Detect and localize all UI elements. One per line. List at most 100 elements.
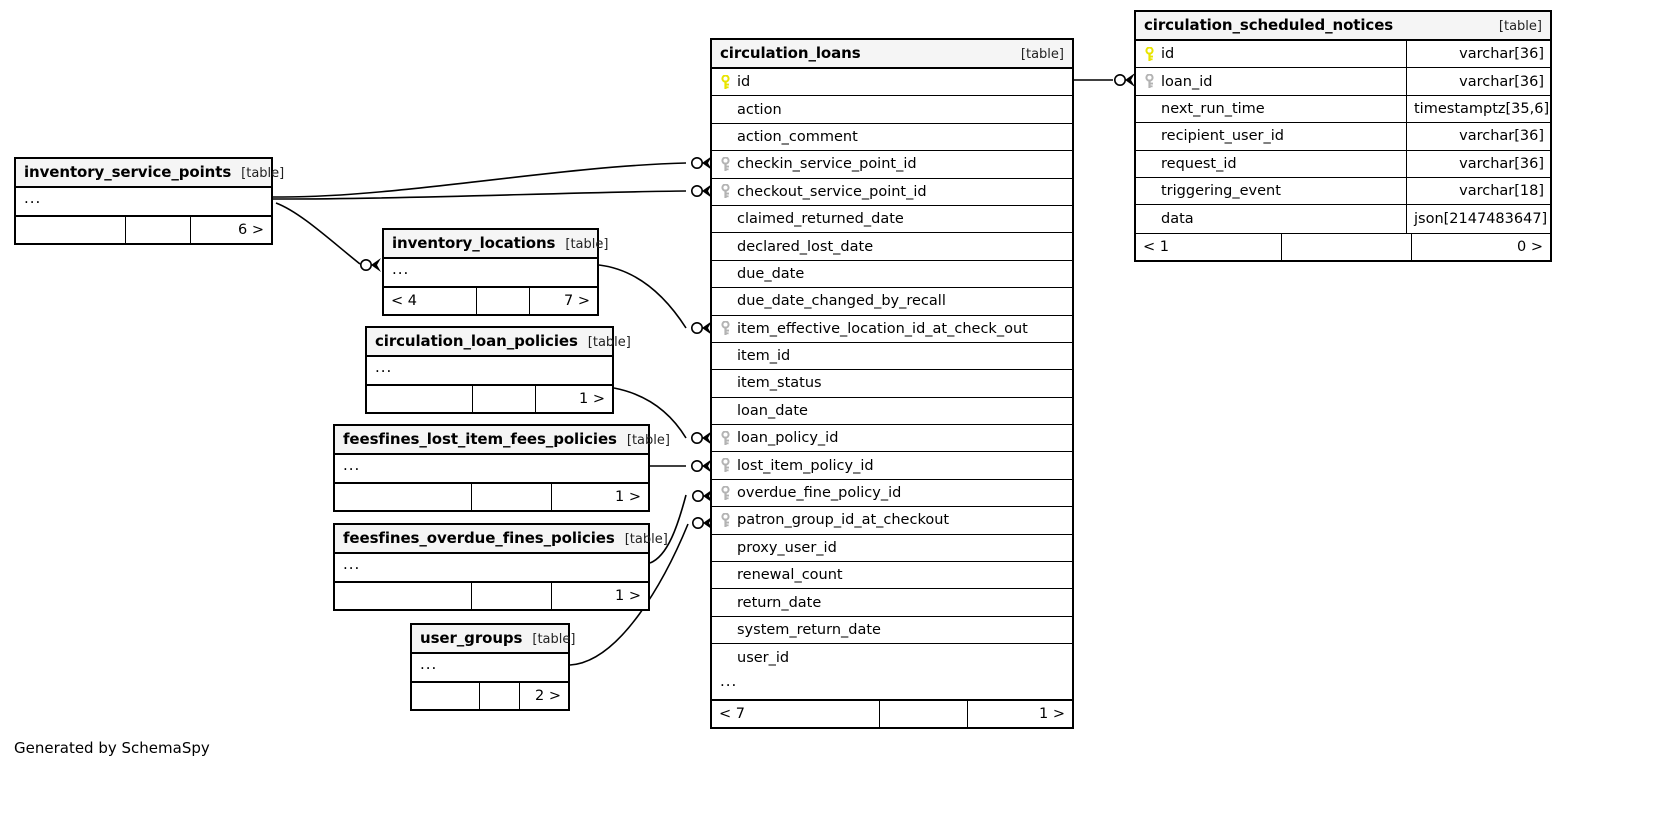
table-tag: [table] [624,532,668,547]
table-row[interactable]: overdue_fine_policy_id [712,480,1072,508]
more-columns-indicator: ... [335,554,648,582]
column-name-cell: checkin_service_point_id [720,151,1066,177]
table-footer: 1 > [335,582,648,609]
column-name: item_status [737,375,822,392]
table-row[interactable]: proxy_user_id [712,535,1072,563]
table-node-inventory-service-points[interactable]: inventory_service_points [table] ... 6 > [14,157,284,245]
column-type-cell: varchar[36] [1406,68,1544,95]
column-name-cell: overdue_fine_policy_id [720,480,1066,506]
table-tag: [table] [587,335,631,350]
column-name: loan_policy_id [737,430,839,447]
table-row[interactable]: action [712,96,1072,124]
table-row[interactable]: loan_id varchar[36] [1136,68,1550,96]
table-row[interactable]: item_effective_location_id_at_check_out [712,316,1072,343]
key-icon-foreign [720,321,733,336]
footer-outgoing-count[interactable]: 1 > [1039,705,1065,722]
column-name-cell: id [720,69,1066,95]
footer-incoming-count[interactable] [16,217,126,243]
column-name-cell: renewal_count [720,562,1066,588]
table-row[interactable]: declared_lost_date [712,233,1072,261]
table-row[interactable]: action_comment [712,124,1072,152]
footer-incoming-count[interactable] [367,386,473,412]
table-tag: [table] [532,632,576,647]
footer-middle [472,484,552,510]
more-columns-indicator: ... [384,259,597,287]
footer-incoming-count[interactable] [412,683,480,709]
footer-middle [880,700,968,727]
table-tag: [table] [626,433,670,448]
footer-outgoing-count[interactable]: 1 > [615,588,641,604]
table-node-inventory-locations[interactable]: inventory_locations [table] ... < 4 7 > [382,228,608,316]
footer-outgoing-count[interactable]: 1 > [615,489,641,505]
column-name: renewal_count [737,567,843,584]
table-row[interactable]: patron_group_id_at_checkout [712,507,1072,535]
footer-incoming-count[interactable]: < 1 [1136,233,1282,260]
table-row[interactable]: loan_date [712,398,1072,426]
footer-outgoing-count[interactable]: 7 > [564,293,590,309]
table-node-feesfines-overdue-fines-policies[interactable]: feesfines_overdue_fines_policies [table]… [333,523,668,611]
column-name-cell: loan_policy_id [720,425,1066,451]
column-name: data [1161,211,1194,228]
column-name-cell: proxy_user_id [720,535,1066,561]
column-type-cell: varchar[18] [1406,177,1544,205]
column-type-cell: varchar[36] [1406,150,1544,177]
table-node-circulation-scheduled-notices[interactable]: circulation_scheduled_notices [table] id… [1134,10,1552,262]
table-header: circulation_loans [table] [712,40,1072,69]
footer-middle [473,386,536,412]
table-row[interactable]: user_id [712,644,1072,671]
key-icon-primary [1144,46,1157,62]
table-header: user_groups [table] [412,625,575,654]
column-name-cell: due_date [720,261,1066,287]
table-row[interactable]: lost_item_policy_id [712,452,1072,480]
column-name: id [737,74,751,91]
footer-incoming-count[interactable]: < 4 [384,288,477,314]
footer-outgoing-count[interactable]: 2 > [535,688,561,704]
table-row[interactable]: system_return_date [712,617,1072,645]
column-name-cell: action_comment [720,124,1066,150]
column-name: id [1161,46,1175,63]
table-row[interactable]: renewal_count [712,562,1072,590]
table-row[interactable]: item_status [712,370,1072,398]
column-type: varchar[36] [1459,73,1544,90]
column-name: item_effective_location_id_at_check_out [737,320,1028,337]
table-row[interactable]: return_date [712,589,1072,617]
column-name: patron_group_id_at_checkout [737,512,950,529]
column-type: varchar[36] [1459,128,1544,145]
table-row[interactable]: loan_policy_id [712,425,1072,453]
more-columns-indicator: ... [335,455,648,483]
footer-incoming-count[interactable]: < 7 [712,700,880,727]
column-name-cell: lost_item_policy_id [720,452,1066,478]
footer-incoming-count[interactable] [335,583,472,609]
table-footer: < 7 1 > [712,699,1072,727]
table-node-feesfines-lost-item-fees-policies[interactable]: feesfines_lost_item_fees_policies [table… [333,424,670,512]
footer-outgoing-count[interactable]: 6 > [238,222,264,238]
key-icon-foreign [720,458,733,473]
column-name: loan_id [1161,73,1213,90]
table-node-circulation-loan-policies[interactable]: circulation_loan_policies [table] ... 1 … [365,326,631,414]
table-node-user-groups[interactable]: user_groups [table] ... 2 > [410,623,575,711]
footer-outgoing-count[interactable]: 1 > [579,391,605,407]
table-row[interactable]: due_date [712,261,1072,289]
column-name: lost_item_policy_id [737,457,874,474]
table-row[interactable]: checkin_service_point_id [712,151,1072,179]
column-name-cell: item_effective_location_id_at_check_out [720,316,1066,342]
footer-incoming-count[interactable] [335,484,472,510]
column-name-cell: loan_id [1144,68,1406,94]
footer-outgoing-count[interactable]: 0 > [1517,238,1543,255]
table-header: inventory_service_points [table] [16,159,284,188]
table-row[interactable]: due_date_changed_by_recall [712,288,1072,316]
table-tag: [table] [1498,19,1542,34]
table-row[interactable]: item_id [712,343,1072,371]
table-row[interactable]: checkout_service_point_id [712,179,1072,206]
table-row[interactable]: id [712,69,1072,97]
table-tag: [table] [241,166,285,181]
table-row[interactable]: claimed_returned_date [712,206,1072,234]
